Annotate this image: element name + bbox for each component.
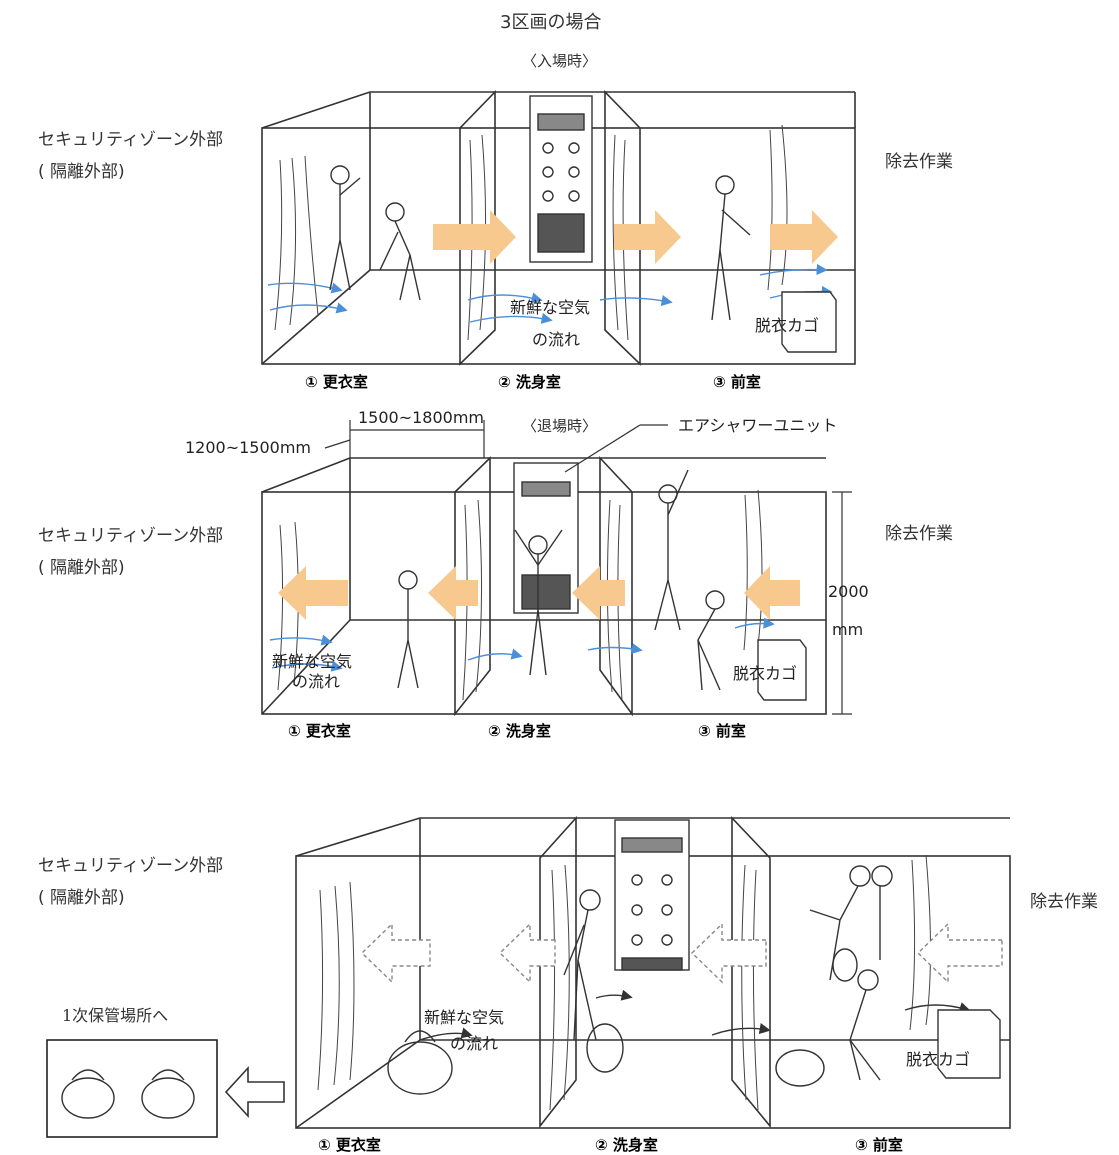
room-label-2c: ② 洗身室 bbox=[595, 1136, 658, 1154]
dimension-height-unit: mm bbox=[832, 620, 864, 639]
room-label-1c: ① 更衣室 bbox=[318, 1136, 381, 1154]
curtains-3 bbox=[317, 854, 931, 1111]
outside-label-line1: セキュリティゾーン外部 bbox=[38, 130, 224, 150]
fresh-air-label-1b: の流れ bbox=[532, 330, 581, 349]
panel3-outside-label: セキュリティゾーン外部 ( 隔離外部) bbox=[38, 850, 223, 915]
panel2-outside-label: セキュリティゾーン外部 ( 隔離外部) bbox=[38, 520, 223, 585]
fresh-air-label-2b: の流れ bbox=[292, 672, 341, 691]
persons-1 bbox=[329, 165, 751, 321]
basket-label-2: 脱衣カゴ bbox=[733, 664, 798, 683]
air-arrows-3 bbox=[419, 989, 971, 1041]
outside-label-line2: ( 隔離外部) bbox=[38, 162, 125, 183]
fresh-air-label-1a: 新鮮な空気 bbox=[510, 298, 591, 317]
basket-2 bbox=[757, 639, 807, 701]
outside-label-line2: ( 隔離外部) bbox=[38, 888, 125, 909]
dimension-height-value: 2000 bbox=[828, 582, 869, 601]
flow-arrows-1 bbox=[433, 210, 838, 264]
flow-arrows-2 bbox=[278, 566, 800, 620]
room-label-2b: ② 洗身室 bbox=[488, 722, 551, 740]
outside-label-line1: セキュリティゾーン外部 bbox=[38, 856, 224, 876]
room-label-3: ③ 前室 bbox=[713, 373, 761, 391]
dimension-width: 1500~1800mm bbox=[358, 408, 485, 427]
panel2-removal-label: 除去作業 bbox=[885, 524, 953, 544]
basket-label-3: 脱衣カゴ bbox=[906, 1050, 971, 1069]
storage-label: 1次保管場所へ bbox=[62, 1006, 169, 1025]
air-shower-unit-2 bbox=[513, 462, 579, 614]
room-label-1b: ① 更衣室 bbox=[288, 722, 351, 740]
storage-box bbox=[46, 1039, 218, 1138]
air-arrows-2 bbox=[269, 617, 775, 672]
air-shower-label: エアシャワーユニット bbox=[678, 416, 838, 435]
air-shower-unit-1 bbox=[529, 95, 593, 263]
page-title: 3区画の場合 bbox=[500, 12, 602, 33]
panel3-removal-label: 除去作業 bbox=[1030, 892, 1098, 912]
exit-subtitle: 〈退場時〉 bbox=[522, 417, 598, 435]
room-label-1: ① 更衣室 bbox=[305, 373, 368, 391]
flow-arrows-3 bbox=[360, 922, 1003, 984]
dimension-depth: 1200~1500mm bbox=[185, 438, 312, 457]
fresh-air-label-3a: 新鮮な空気 bbox=[424, 1008, 505, 1027]
room-label-2: ② 洗身室 bbox=[498, 373, 561, 391]
dimension-lines bbox=[324, 420, 852, 715]
fresh-air-label-2a: 新鮮な空気 bbox=[272, 652, 353, 671]
basket-label-1: 脱衣カゴ bbox=[755, 316, 820, 335]
entry-subtitle: 〈入場時〉 bbox=[522, 52, 598, 70]
basket-1 bbox=[781, 291, 837, 353]
room-label-3b: ③ 前室 bbox=[698, 722, 746, 740]
storage-arrow bbox=[224, 1065, 285, 1119]
room-label-3c: ③ 前室 bbox=[855, 1136, 903, 1154]
outside-label-line2: ( 隔離外部) bbox=[38, 558, 125, 579]
panel1-removal-label: 除去作業 bbox=[885, 152, 953, 172]
panel1-outside-label: セキュリティゾーン外部 ( 隔離外部) bbox=[38, 124, 223, 189]
basket-3 bbox=[937, 1009, 1001, 1079]
persons-3 bbox=[563, 865, 893, 1081]
air-shower-unit-3 bbox=[614, 819, 690, 971]
persons-2 bbox=[397, 469, 725, 691]
outside-label-line1: セキュリティゾーン外部 bbox=[38, 526, 224, 546]
waste-bags-3 bbox=[387, 1023, 825, 1095]
storage-bags bbox=[61, 1069, 195, 1119]
fresh-air-label-3b: の流れ bbox=[450, 1034, 499, 1053]
